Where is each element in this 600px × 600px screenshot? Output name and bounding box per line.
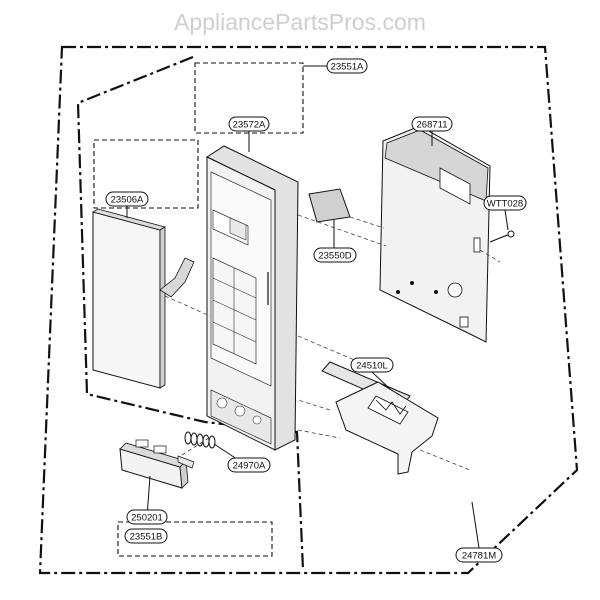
svg-text:23506A: 23506A [111, 195, 144, 206]
spring [184, 431, 216, 449]
svg-text:23572A: 23572A [233, 120, 266, 131]
svg-text:WTT028: WTT028 [487, 199, 523, 210]
control-board [379, 125, 491, 343]
callout-23572A: 23572A [228, 116, 270, 132]
svg-text:268711: 268711 [417, 120, 448, 131]
ref-box-left [93, 139, 199, 209]
assembly-guides [164, 214, 501, 471]
callout-23550D: 23550D [313, 247, 357, 263]
control-panel-frame [205, 145, 299, 451]
control-panel-group-boundary [76, 55, 305, 571]
assembly-boundary [38, 45, 579, 575]
watermark-text: AppliancePartsPros.com [174, 9, 426, 35]
callout-268711: 268711 [411, 116, 453, 132]
callout-23506A: 23506A [105, 191, 149, 207]
svg-text:24970A: 24970A [233, 461, 266, 472]
svg-text:23551A: 23551A [331, 62, 364, 73]
callout-WTT028: WTT028 [483, 195, 527, 211]
membrane-panel [91, 208, 195, 389]
ref-box-bottom [117, 521, 273, 557]
latch-bracket [321, 361, 439, 475]
svg-text:24781M: 24781M [462, 551, 496, 562]
callout-24781M: 24781M [455, 547, 503, 563]
callout-250201: 250201 [126, 509, 168, 525]
svg-text:23551B: 23551B [130, 532, 163, 543]
door-button [119, 439, 195, 489]
svg-text:250201: 250201 [131, 513, 163, 524]
svg-text:23550D: 23550D [318, 251, 351, 262]
callout-24970A: 24970A [227, 457, 271, 473]
svg-text:24510L: 24510L [356, 361, 388, 372]
callout-23551B: 23551B [124, 528, 168, 544]
display-window [308, 188, 351, 223]
callout-23551A-top: 23551A [326, 58, 368, 74]
screw [489, 230, 515, 243]
callout-24510L: 24510L [350, 357, 394, 373]
